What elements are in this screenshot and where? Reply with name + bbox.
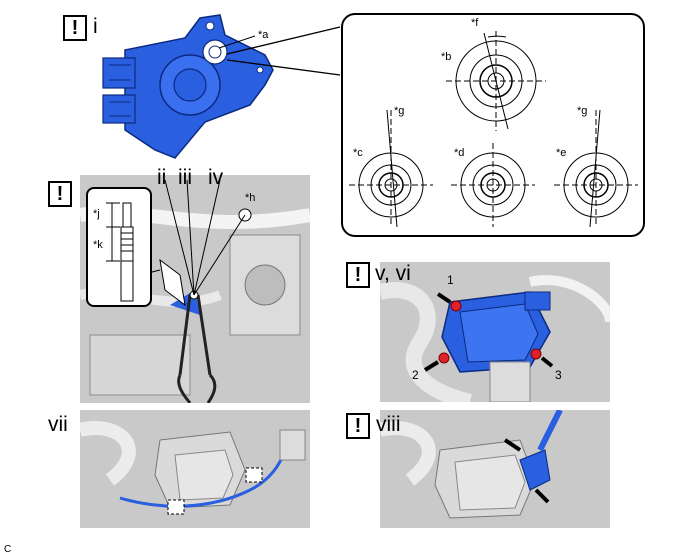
caution-icon-i: ! <box>63 15 87 41</box>
callout-g-right: *g <box>577 105 588 117</box>
step-label-viii: viii <box>376 413 401 436</box>
engine-photo-harness <box>80 410 310 528</box>
bolt-number-3: 3 <box>555 368 562 382</box>
callout-e: *e <box>556 147 567 159</box>
callout-c: *c <box>353 147 363 159</box>
step-label-v-vi: v, vi <box>375 262 411 285</box>
bolt-number-1: 1 <box>447 273 454 287</box>
bolt-number-2: 2 <box>412 368 419 382</box>
caution-icon-ii-iv: ! <box>48 181 72 207</box>
callout-h: *h <box>245 192 256 204</box>
callout-j: *j <box>93 208 100 220</box>
hose-zoom-inset <box>86 187 152 307</box>
blue-module-illustration <box>102 14 341 159</box>
caution-icon-viii: ! <box>346 413 370 439</box>
step-label-ii: ii <box>157 166 167 189</box>
dial-b <box>446 31 546 131</box>
figure-code: C <box>4 544 12 555</box>
step-label-vii: vii <box>48 413 68 436</box>
callout-k: *k <box>93 239 103 251</box>
callout-f: *f <box>471 17 479 29</box>
step-label-iv: iv <box>208 166 224 189</box>
callout-a: *a <box>258 29 269 41</box>
engine-photo-ecu-bolts <box>380 262 610 402</box>
callout-g-left: *g <box>394 105 405 117</box>
dial-c <box>349 109 433 228</box>
dial-e <box>554 109 638 228</box>
engine-photo-connector <box>380 410 610 528</box>
step-label-iii: iii <box>178 166 192 189</box>
caution-icon-v-vi: ! <box>346 262 370 288</box>
step-label-i: i <box>93 15 98 38</box>
callout-b: *b <box>441 51 452 63</box>
dial-detail-illustration <box>349 31 638 228</box>
callout-d: *d <box>454 147 465 159</box>
dial-d <box>451 143 535 227</box>
